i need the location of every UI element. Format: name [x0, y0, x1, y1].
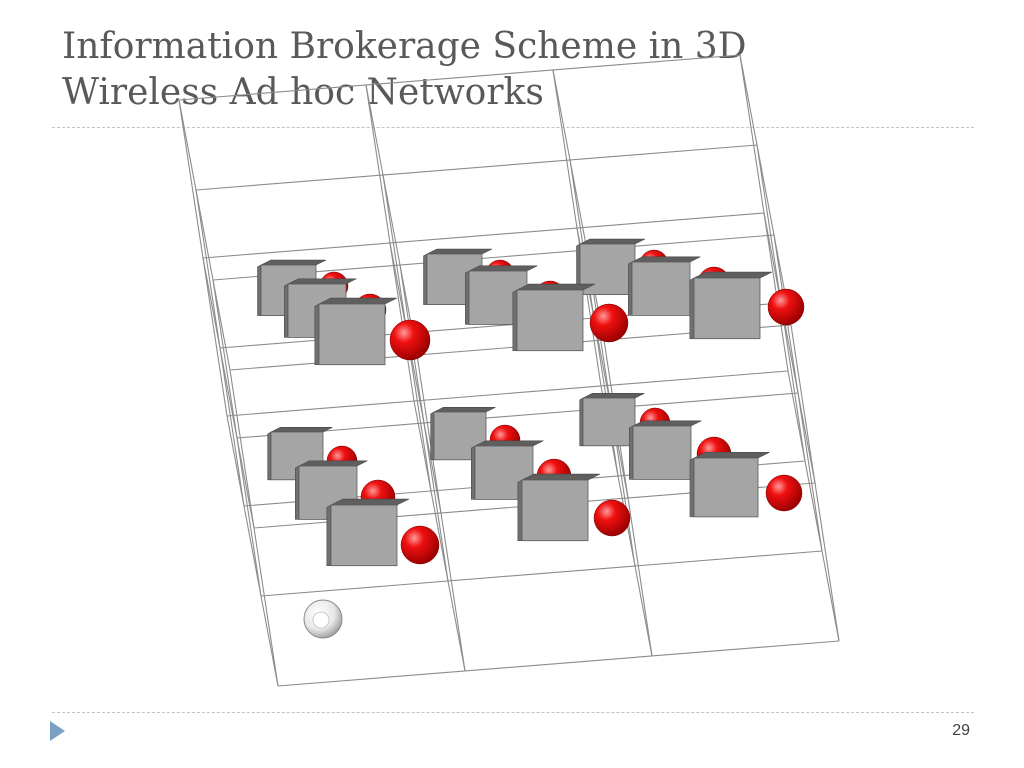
- cube-side-face: [284, 283, 289, 338]
- broker-node-icon: [389, 319, 431, 361]
- cube-top-face: [693, 271, 773, 279]
- cube-top-face: [516, 283, 596, 291]
- grid-line-x: [260, 550, 823, 597]
- grid-line-z: [365, 84, 418, 356]
- cube-front-face: [516, 289, 584, 352]
- grid-line-z: [763, 212, 816, 484]
- cube-top-face: [298, 460, 368, 467]
- server-node-icon: [629, 420, 702, 480]
- cube-side-face: [326, 504, 332, 567]
- grid-line-z: [552, 69, 605, 341]
- grid-line-z: [787, 370, 840, 642]
- grid-line-z: [413, 400, 466, 672]
- grid-line-x: [178, 54, 741, 101]
- cube-top-face: [579, 238, 646, 245]
- cube-front-face: [631, 261, 691, 316]
- server-node-icon: [689, 451, 770, 518]
- server-node-icon: [628, 256, 701, 316]
- cube-side-face: [512, 289, 518, 352]
- broker-node-icon: [400, 525, 440, 565]
- cube-front-face: [632, 425, 692, 480]
- server-node-icon: [471, 440, 544, 500]
- cube-top-face: [260, 259, 327, 266]
- page-number: 29: [952, 722, 970, 739]
- title-divider: [52, 127, 974, 128]
- cube-side-face: [423, 253, 428, 305]
- grid-line-z: [226, 415, 279, 687]
- server-node-icon: [689, 271, 773, 340]
- play-arrow-icon: [50, 721, 65, 741]
- broker-node-icon: [765, 474, 803, 512]
- cube-top-face: [582, 393, 645, 399]
- cube-top-face: [468, 265, 538, 272]
- query-node-highlight: [312, 611, 330, 629]
- grid-line-z: [202, 257, 255, 529]
- server-node-icon: [326, 498, 410, 567]
- cube-side-face: [579, 397, 584, 447]
- broker-node-icon: [593, 499, 631, 537]
- grid-line-x: [277, 640, 840, 687]
- cube-side-face: [628, 261, 633, 316]
- cube-top-face: [318, 297, 398, 305]
- grid-line-x: [226, 370, 789, 417]
- grid-line-z: [389, 242, 442, 514]
- cube-side-face: [465, 270, 470, 325]
- cube-side-face: [629, 425, 634, 480]
- slide-title: Information Brokerage Scheme in 3D Wirel…: [62, 24, 962, 116]
- cube-side-face: [267, 431, 272, 481]
- cube-top-face: [270, 427, 333, 433]
- cube-front-face: [693, 457, 759, 518]
- grid-line-z: [178, 99, 231, 371]
- cube-top-face: [521, 473, 601, 481]
- server-node-icon: [512, 283, 596, 352]
- cube-top-face: [287, 278, 357, 285]
- broker-node-icon: [767, 288, 805, 326]
- slide-title-line-2: Wireless Ad hoc Networks: [62, 72, 544, 113]
- cube-side-face: [471, 445, 476, 500]
- cube-front-face: [582, 397, 636, 447]
- cube-top-face: [693, 451, 770, 459]
- cube-top-face: [474, 440, 544, 447]
- cube-top-face: [426, 248, 493, 255]
- cube-top-face: [330, 498, 410, 506]
- cube-top-face: [433, 407, 496, 413]
- cube-top-face: [632, 420, 702, 427]
- cube-side-face: [314, 303, 320, 366]
- cube-front-face: [521, 479, 589, 542]
- grid-line-z: [739, 54, 792, 326]
- cube-front-face: [330, 504, 398, 567]
- footer-divider: [52, 712, 974, 713]
- broker-node-icon: [589, 303, 629, 343]
- grid-line-x: [236, 392, 799, 439]
- grid-wireframe: [178, 54, 840, 687]
- cube-side-face: [295, 465, 300, 520]
- slide-title-line-1: Information Brokerage Scheme in 3D: [62, 26, 747, 67]
- server-node-icon: [579, 393, 645, 447]
- grid-line-x: [202, 212, 765, 259]
- cube-side-face: [689, 457, 695, 518]
- cube-front-face: [318, 303, 386, 366]
- cube-side-face: [689, 277, 695, 340]
- node-layer: [257, 238, 805, 639]
- server-node-icon: [517, 473, 601, 542]
- cube-side-face: [430, 411, 435, 461]
- cube-side-face: [517, 479, 523, 542]
- cube-side-face: [257, 264, 262, 316]
- server-node-icon: [314, 297, 398, 366]
- cube-top-face: [631, 256, 701, 263]
- grid-line-x: [195, 144, 758, 191]
- cube-front-face: [693, 277, 761, 340]
